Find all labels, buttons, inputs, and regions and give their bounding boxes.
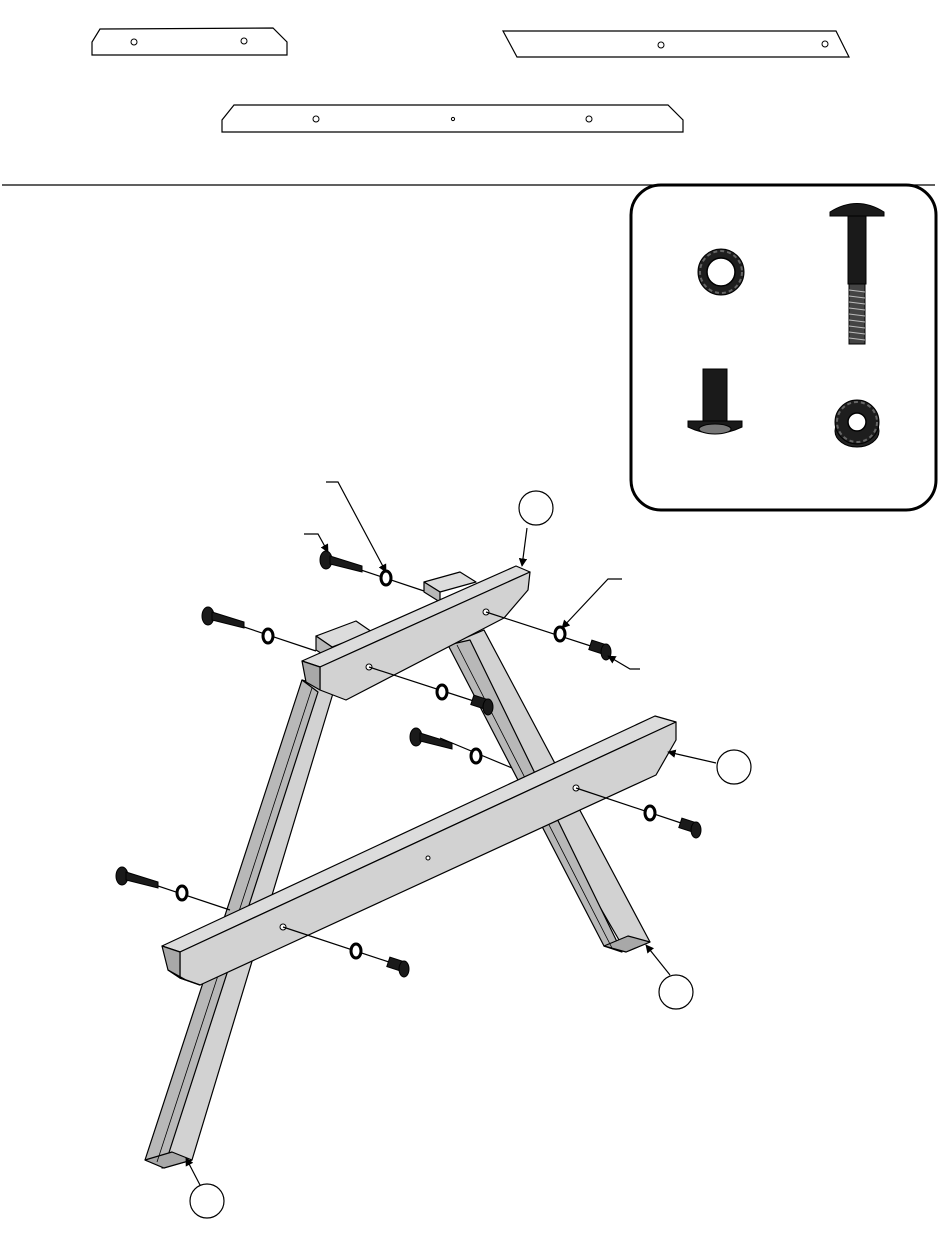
- bolt-4-icon: [116, 867, 158, 888]
- callout-d: [190, 1184, 224, 1218]
- bolt-3-icon: [410, 728, 452, 749]
- callout-b: [717, 750, 751, 784]
- part-cross-brace: [222, 105, 683, 132]
- part-short-brace: [92, 28, 287, 55]
- hardware-panel: [631, 185, 936, 510]
- lock-nut-icon: [835, 400, 879, 447]
- bolt-2-icon: [202, 607, 244, 628]
- callout-c: [659, 975, 693, 1009]
- part-long-brace: [503, 31, 849, 57]
- callout-a: [519, 491, 553, 525]
- lock-washer-icon: [698, 249, 744, 295]
- bolt-1-icon: [320, 551, 362, 572]
